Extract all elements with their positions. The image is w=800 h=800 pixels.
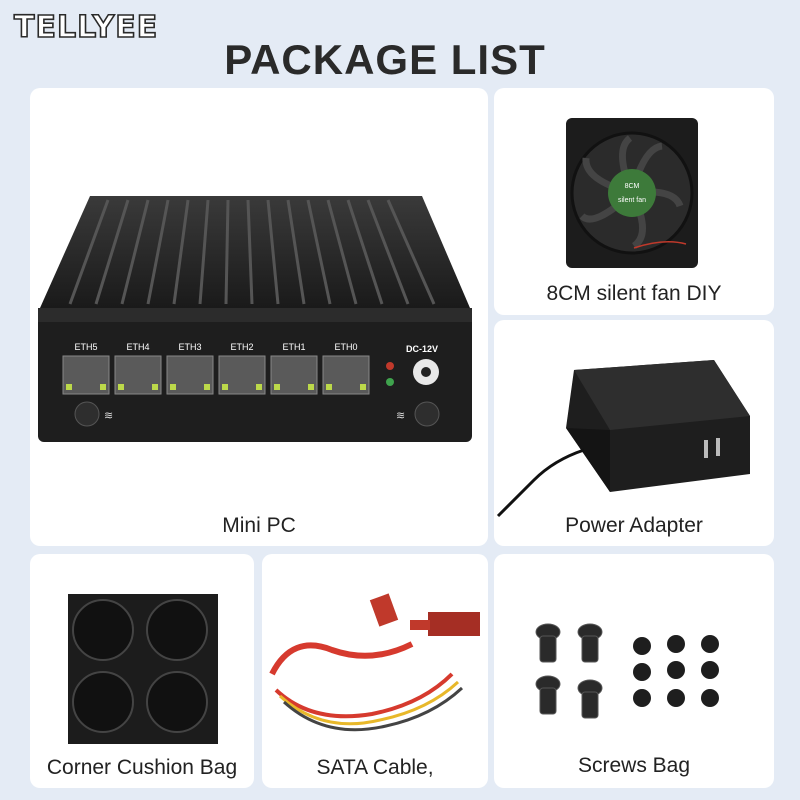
fan-caption: 8CM silent fan DIY xyxy=(546,282,722,305)
power-adapter-image xyxy=(496,360,750,518)
port-label: ETH3 xyxy=(178,342,201,352)
item-card-power-adapter: Power Adapter xyxy=(494,320,774,546)
screws-caption: Screws Bag xyxy=(577,754,691,777)
item-card-mini-pc: ≋ ≋ ETH5 ETH4 ETH3 ETH2 ETH1 ETH0 DC-12V… xyxy=(30,88,488,546)
screws-image xyxy=(535,623,719,719)
port-label: ETH4 xyxy=(126,342,149,352)
svg-text:≋: ≋ xyxy=(396,409,405,422)
port-label: ETH2 xyxy=(230,342,253,352)
mini-pc-caption: Mini PC xyxy=(222,514,296,537)
power-adapter-caption: Power Adapter xyxy=(565,514,703,537)
fan-sticker-bottom: silent fan xyxy=(618,197,646,204)
port-label: ETH5 xyxy=(74,342,97,352)
sata-caption: SATA Cable, xyxy=(316,756,434,779)
item-card-cushion: Corner Cushion Bag xyxy=(30,554,254,788)
fan-sticker-top: 8CM xyxy=(625,183,640,190)
fan-image: 8CM silent fan xyxy=(566,118,698,268)
port-label: ETH1 xyxy=(282,342,305,352)
item-card-sata: SATA Cable, xyxy=(262,554,488,788)
cushion-caption: Corner Cushion Bag xyxy=(46,756,238,779)
svg-text:≋: ≋ xyxy=(104,409,113,422)
port-label: ETH0 xyxy=(334,342,357,352)
item-card-screws: Screws Bag xyxy=(494,554,774,788)
mini-pc-image: ≋ ≋ ETH5 ETH4 ETH3 ETH2 ETH1 ETH0 DC-12V xyxy=(38,196,472,442)
sata-cable-image xyxy=(269,593,480,732)
item-card-fan: 8CM silent fan 8CM silent fan DIY xyxy=(494,88,774,315)
brand-logo: TELLYEE xyxy=(13,9,159,46)
page-title: PACKAGE LIST xyxy=(224,36,546,83)
power-label: DC-12V xyxy=(406,344,438,354)
cushion-image xyxy=(68,594,218,744)
